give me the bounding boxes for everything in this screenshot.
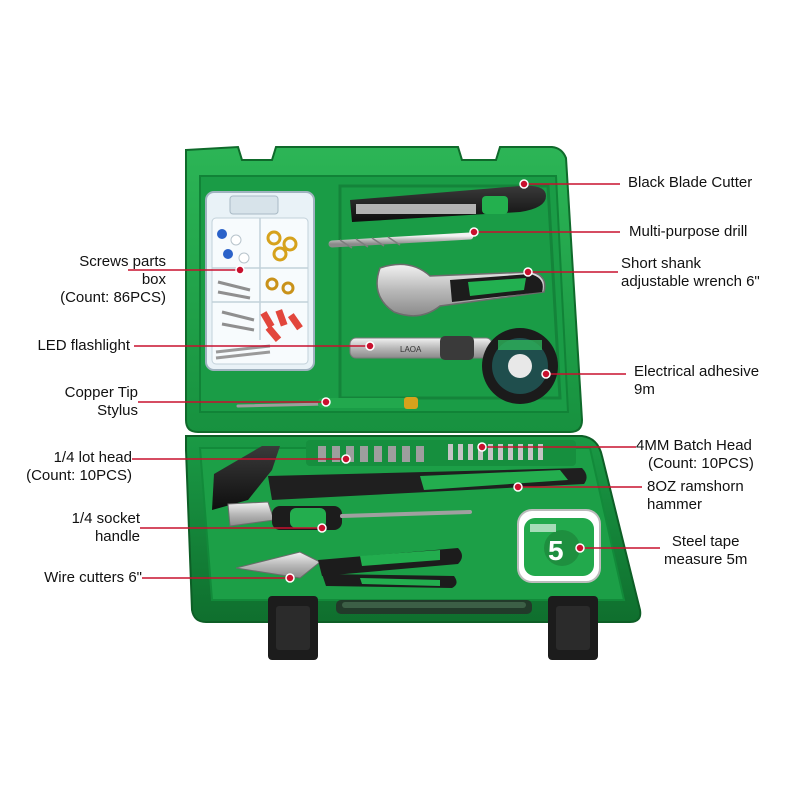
label-screws-parts-box: Screws parts box (Count: 86PCS) (60, 253, 166, 307)
leader-lines (128, 183, 660, 579)
label-ramshorn-hammer-line1: 8OZ ramshorn (647, 478, 744, 495)
dot-screws-box (235, 265, 245, 275)
dot-socket-handle (317, 523, 327, 533)
steel-tape-measure: 5 (517, 509, 601, 583)
label-electrical-adhesive-line1: Electrical adhesive (634, 363, 760, 380)
label-short-shank-wrench-line2: adjustable wrench 6" (621, 273, 760, 290)
dot-wrench (523, 267, 533, 277)
blue-white-pins (217, 229, 250, 264)
dot-batch-head (477, 442, 487, 452)
flashlight-brand-mark: LAOA (400, 345, 422, 354)
label-multi-purpose-drill: Multi-purpose drill (629, 223, 747, 241)
screws-parts-box (205, 191, 315, 371)
label-copper-stylus-line1: Copper Tip (64, 384, 138, 401)
label-wire-cutters-text: Wire cutters 6" (44, 569, 142, 586)
dot-steel-tape (575, 543, 585, 553)
adjustable-wrench (376, 263, 546, 317)
label-black-blade-cutter: Black Blade Cutter (628, 174, 752, 192)
label-electrical-adhesive: Electrical adhesive 9m (634, 363, 759, 399)
label-screws-box-line3: (Count: 86PCS) (60, 289, 166, 306)
label-multi-purpose-drill-text: Multi-purpose drill (629, 223, 748, 240)
label-lot-head: 1/4 lot head (Count: 10PCS) (26, 449, 132, 485)
label-socket-handle-line1: 1/4 socket (71, 510, 140, 527)
label-led-flashlight: LED flashlight (37, 337, 130, 355)
label-copper-tip-stylus: Copper Tip Stylus (65, 384, 138, 420)
multi-purpose-drill (328, 232, 474, 249)
label-copper-stylus-line2: Stylus (97, 402, 138, 419)
dot-electrical-adhesive (541, 369, 551, 379)
wire-cutters (235, 548, 462, 588)
hook-screws (265, 230, 298, 295)
label-socket-handle-line2: handle (94, 528, 140, 545)
label-short-shank-wrench: Short shank adjustable wrench 6" (621, 255, 760, 291)
label-batch-head-line2: (Count: 10PCS) (648, 455, 754, 472)
label-electrical-adhesive-line2: 9m (634, 381, 655, 398)
dot-hammer (513, 482, 523, 492)
label-lot-head-line2: (Count: 10PCS) (26, 467, 132, 484)
label-steel-tape-line1: Steel tape (671, 533, 740, 550)
label-steel-tape: Steel tape measure 5m (664, 533, 747, 569)
label-led-flashlight-text: LED flashlight (37, 337, 130, 354)
leader-dots (235, 179, 585, 583)
dot-lot-head (341, 454, 351, 464)
dot-blade-cutter (519, 179, 529, 189)
ramshorn-hammer (212, 446, 587, 510)
dot-flashlight (365, 341, 375, 351)
label-batch-head-line1: 4MM Batch Head (636, 437, 752, 454)
label-short-shank-wrench-line1: Short shank (621, 255, 702, 272)
tape-size-mark: 5 (548, 535, 564, 566)
label-screws-box-line1: Screws parts (79, 253, 166, 270)
label-batch-head: 4MM Batch Head (Count: 10PCS) (636, 437, 754, 473)
dot-drill (469, 227, 479, 237)
label-steel-tape-line2: measure 5m (664, 551, 748, 568)
black-blade-cutter (350, 185, 546, 222)
label-screws-box-line2: box (141, 271, 166, 288)
label-wire-cutters: Wire cutters 6" (44, 569, 142, 587)
led-flashlight: LAOA (349, 336, 493, 360)
electrical-adhesive-tape (482, 328, 558, 404)
dot-wire-cutters (285, 573, 295, 583)
label-socket-handle: 1/4 socket handle (72, 510, 140, 546)
wall-plugs (260, 309, 303, 343)
long-nails (215, 344, 271, 360)
dot-stylus (321, 397, 331, 407)
label-ramshorn-hammer-line2: hammer (647, 496, 703, 513)
wood-screws (217, 280, 255, 332)
label-ramshorn-hammer: 8OZ ramshorn hammer (647, 478, 744, 514)
label-lot-head-line1: 1/4 lot head (53, 449, 132, 466)
label-black-blade-cutter-text: Black Blade Cutter (628, 174, 753, 191)
